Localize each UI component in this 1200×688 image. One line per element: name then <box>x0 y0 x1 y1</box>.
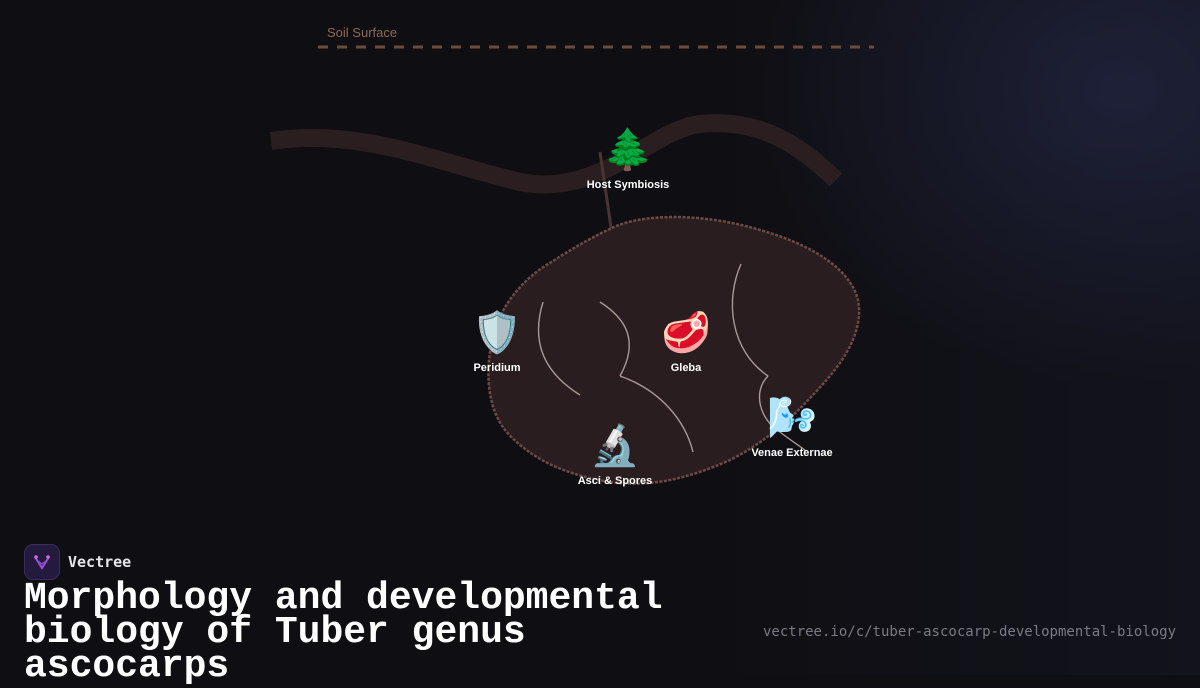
host-root <box>269 114 843 194</box>
microscope-icon: 🔬 <box>590 423 640 469</box>
node-label: Peridium <box>473 362 521 374</box>
node-venae-externae: 🌬️ Venae Externae <box>722 395 862 459</box>
ascocarp-body <box>487 215 861 485</box>
node-label: Gleba <box>670 362 702 374</box>
page-title: Morphology and developmental biology of … <box>24 577 663 688</box>
brand-name: Vectree <box>68 553 132 571</box>
node-peridium: 🛡️ Peridium <box>427 310 567 374</box>
node-label: Venae Externae <box>751 447 833 459</box>
evergreen-tree-icon: 🌲 <box>603 127 653 173</box>
wind-icon: 🌬️ <box>767 395 817 441</box>
vectree-logo-icon <box>24 544 60 580</box>
meat-icon: 🥩 <box>661 310 711 356</box>
gleba-veins <box>537 263 807 453</box>
node-label: Host Symbiosis <box>586 179 670 191</box>
node-host-symbiosis: 🌲 Host Symbiosis <box>558 127 698 191</box>
node-label: Asci & Spores <box>577 475 653 487</box>
brand: Vectree <box>24 544 131 580</box>
attachment-hypha <box>598 151 614 235</box>
soil-surface-label: Soil Surface <box>327 25 398 40</box>
shield-icon: 🛡️ <box>472 310 522 356</box>
node-asci-spores: 🔬 Asci & Spores <box>545 423 685 487</box>
node-gleba: 🥩 Gleba <box>616 310 756 374</box>
source-url: vectree.io/c/tuber-ascocarp-developmenta… <box>762 624 1176 640</box>
